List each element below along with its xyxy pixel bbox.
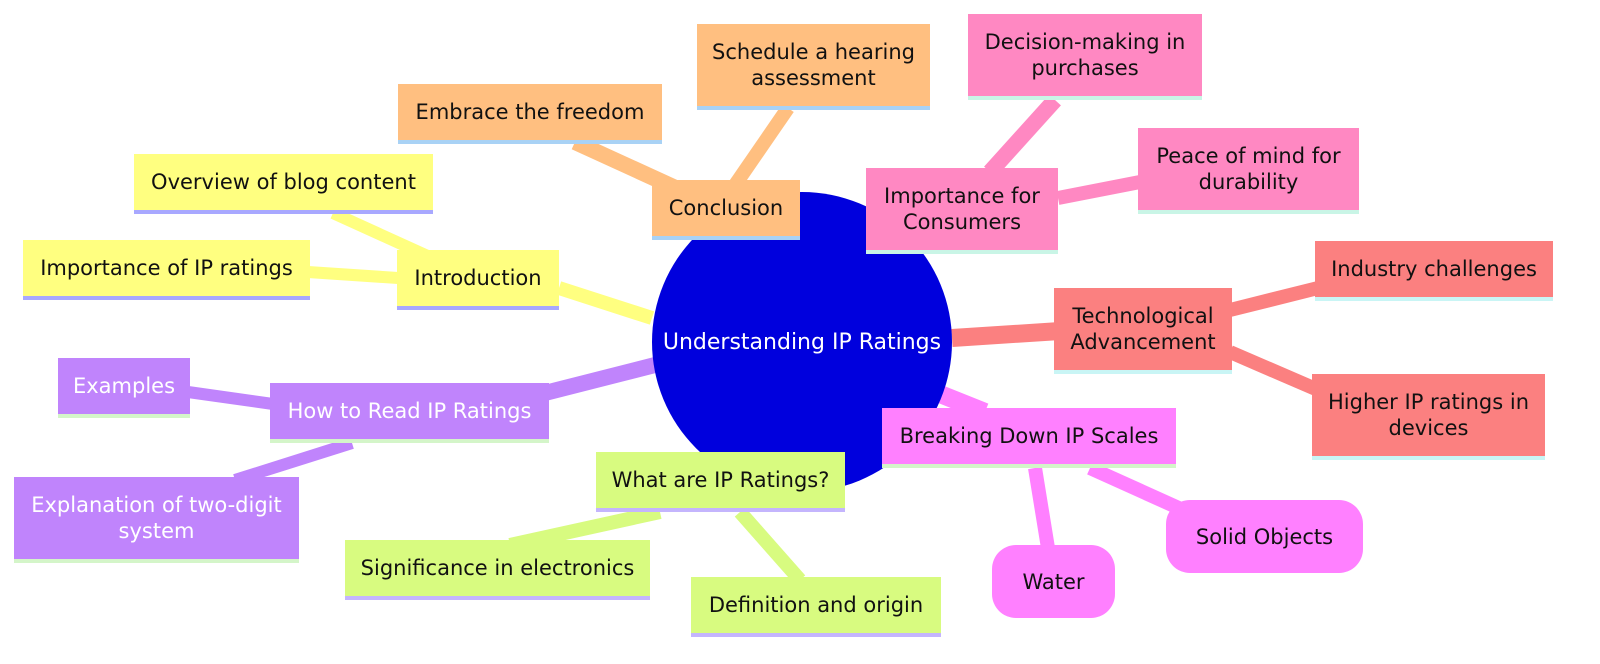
connector-technology [951, 322, 1061, 347]
branch-conclusion[interactable]: Conclusion [652, 180, 800, 240]
connector-howto [187, 386, 281, 411]
branch-what-are-ip-ratings[interactable]: What are IP Ratings? [596, 452, 845, 512]
connector-whatare [734, 507, 806, 585]
connector-intro [556, 281, 655, 325]
leaf-label: Water [1022, 569, 1085, 594]
leaf-label: Overview of blog content [151, 170, 416, 194]
connector-consumers [1056, 175, 1142, 205]
leaf-examples[interactable]: Examples [58, 358, 190, 418]
leaf-label: Peace of mind for durability [1156, 144, 1341, 194]
leaf-industry-challenges[interactable]: Industry challenges [1315, 241, 1553, 301]
leaf-overview-of-blog-content[interactable]: Overview of blog content [134, 154, 433, 214]
connector-technology [1227, 345, 1321, 397]
leaf-importance-of-ip-ratings[interactable]: Importance of IP ratings [23, 240, 310, 300]
leaf-label: Solid Objects [1195, 524, 1334, 549]
branch-how-to-read-ip-ratings[interactable]: How to Read IP Ratings [270, 383, 549, 443]
leaf-label: Higher IP ratings in devices [1328, 390, 1529, 440]
connector-intro [307, 266, 399, 284]
leaf-label: Decision-making in purchases [984, 30, 1186, 80]
leaf-higher-ip-ratings-in-devices[interactable]: Higher IP ratings in devices [1312, 374, 1545, 460]
leaf-label: Schedule a hearing assessment [712, 40, 915, 90]
leaf-solid-objects[interactable]: Solid Objects [1166, 500, 1363, 573]
connector-howto [543, 357, 657, 401]
connector-technology [1228, 281, 1320, 317]
branch-whatare-label: What are IP Ratings? [611, 468, 830, 492]
connector-consumers [984, 94, 1061, 178]
branch-conclusion-label: Conclusion [668, 196, 784, 220]
leaf-water[interactable]: Water [992, 545, 1115, 618]
branch-importance-for-consumers[interactable]: Importance for Consumers [866, 168, 1058, 254]
leaf-label: Examples [72, 374, 176, 398]
branch-intro-label: Introduction [414, 266, 542, 290]
leaf-embrace-the-freedom[interactable]: Embrace the freedom [398, 84, 662, 144]
leaf-label: Significance in electronics [360, 556, 635, 580]
leaf-label: Embrace the freedom [415, 100, 645, 124]
root-label: Understanding IP Ratings [662, 329, 942, 355]
leaf-decision-making-in-purchases[interactable]: Decision-making in purchases [968, 14, 1202, 100]
branch-technological-advancement[interactable]: Technological Advancement [1054, 288, 1232, 374]
branch-scales-label: Breaking Down IP Scales [899, 424, 1159, 448]
leaf-definition-and-origin[interactable]: Definition and origin [691, 577, 941, 637]
branch-breaking-down-ip-scales[interactable]: Breaking Down IP Scales [882, 408, 1176, 468]
connector-whatare [508, 505, 662, 552]
leaf-significance-in-electronics[interactable]: Significance in electronics [345, 540, 650, 600]
branch-technology-label: Technological Advancement [1070, 304, 1216, 354]
leaf-label: Importance of IP ratings [40, 256, 293, 280]
leaf-explanation-of-two-digit-system[interactable]: Explanation of two-digit system [14, 477, 299, 563]
leaf-peace-of-mind-for-durability[interactable]: Peace of mind for durability [1138, 128, 1359, 214]
connector-conclusion [729, 104, 794, 189]
leaf-label: Definition and origin [708, 593, 924, 617]
connector-howto [233, 437, 354, 486]
leaf-label: Explanation of two-digit system [31, 493, 282, 543]
leaf-label: Industry challenges [1331, 257, 1537, 281]
branch-consumers-label: Importance for Consumers [884, 184, 1040, 234]
branch-howto-label: How to Read IP Ratings [287, 399, 532, 423]
connector-scales [1028, 466, 1055, 550]
branch-introduction[interactable]: Introduction [397, 250, 559, 310]
leaf-schedule-hearing-assessment[interactable]: Schedule a hearing assessment [697, 24, 930, 110]
